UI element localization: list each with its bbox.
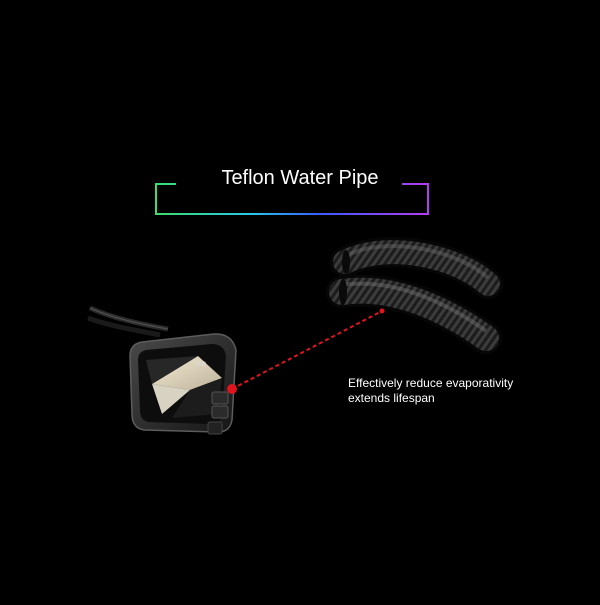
pump-block: ice bbox=[129, 333, 237, 435]
feature-pointer bbox=[227, 308, 385, 394]
pump-logo: ice bbox=[196, 359, 207, 368]
caption-line-2: extends lifespan bbox=[348, 391, 435, 405]
rgb-bracket bbox=[155, 183, 429, 215]
caption-line-1: Effectively reduce evaporativity bbox=[348, 376, 514, 390]
feature-caption: Effectively reduce evaporativity extends… bbox=[348, 376, 513, 406]
pump-cables bbox=[87, 305, 169, 338]
braided-tubes bbox=[326, 237, 503, 354]
feature-title: Teflon Water Pipe bbox=[221, 167, 379, 189]
